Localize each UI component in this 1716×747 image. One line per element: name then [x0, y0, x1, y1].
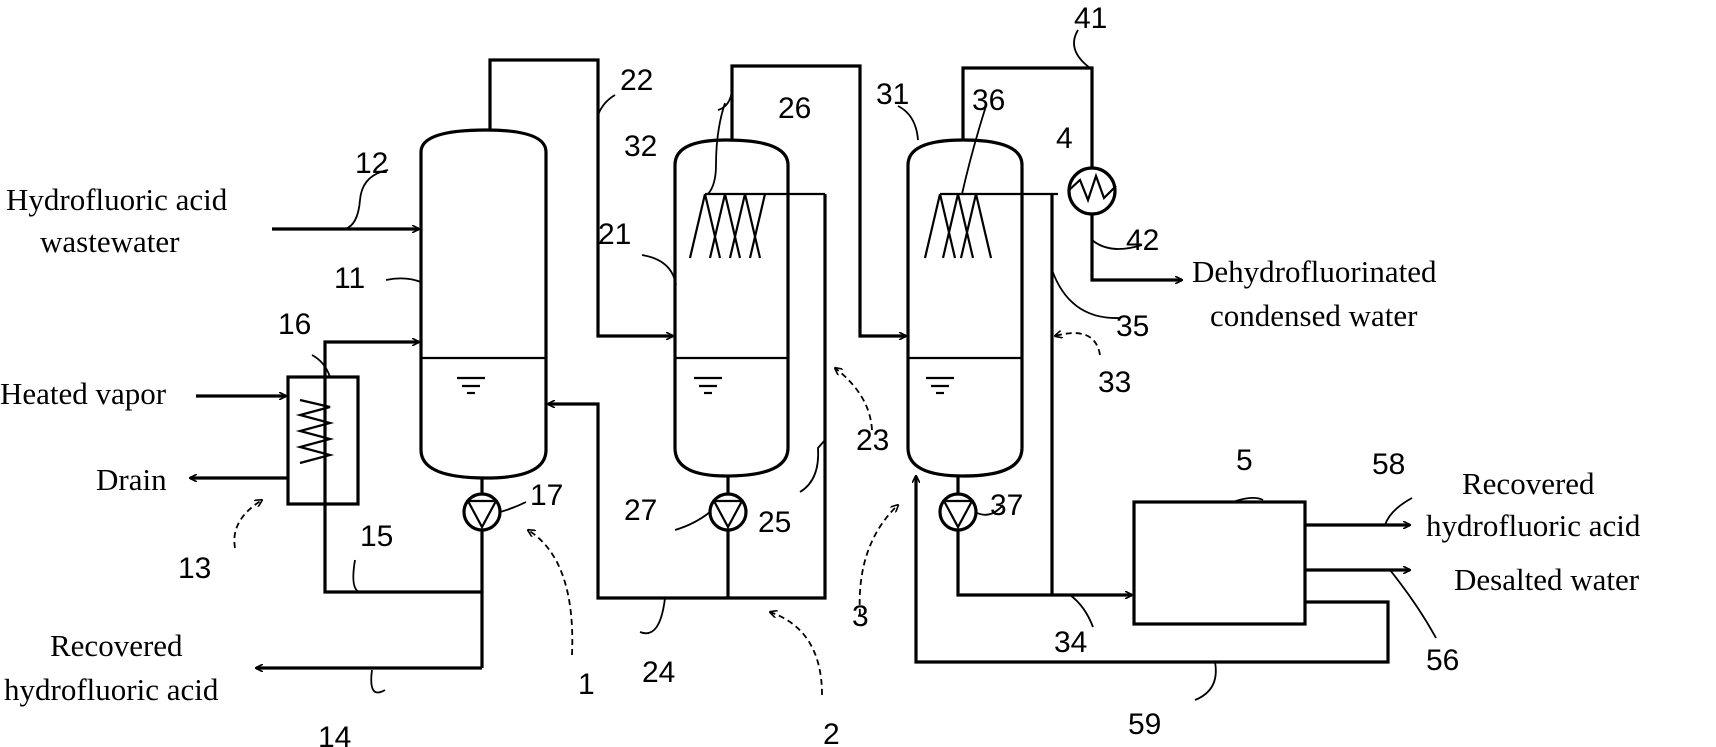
vessel-31 [906, 138, 1024, 478]
condenser-coil [1067, 172, 1117, 204]
ref-31: 31 [876, 78, 909, 111]
pump-27-symbol [712, 499, 744, 530]
ref-24: 24 [642, 656, 675, 689]
ref-14: 14 [318, 721, 351, 747]
ref-37: 37 [990, 489, 1023, 522]
pipe-25 [728, 194, 827, 600]
ref-32: 32 [624, 130, 657, 163]
ref-41: 41 [1074, 2, 1107, 35]
ref-11: 11 [334, 262, 365, 295]
label-heated-vapor: Heated vapor [0, 376, 167, 411]
ref-17: 17 [530, 479, 563, 512]
pump-27 [708, 492, 748, 532]
ref-23: 23 [856, 424, 889, 457]
pipe-34 [956, 530, 1132, 595]
spray-nozzle-26 [688, 192, 825, 259]
ref-59: 59 [1128, 708, 1161, 741]
label-recovered-hf-left-2: hydrofluoric acid [4, 672, 219, 707]
ref-25: 25 [758, 506, 791, 539]
pump-37-symbol [942, 499, 974, 530]
pump-17 [462, 492, 502, 532]
ref-12: 12 [355, 147, 388, 180]
ref-2: 2 [823, 718, 840, 747]
label-hf-wastewater-1: Hydrofluoric acid [6, 182, 228, 217]
label-hf-wastewater-2: wastewater [40, 224, 180, 259]
pipe-41 [961, 66, 1094, 168]
label-desalted-water: Desalted water [1454, 562, 1640, 597]
label-recovered-hf-left-1: Recovered [50, 628, 183, 663]
ref-58: 58 [1372, 448, 1405, 481]
unit-5 [1132, 500, 1307, 626]
pipe-59 [916, 476, 1390, 664]
ref-1: 1 [578, 668, 595, 701]
level-symbol-11 [457, 376, 485, 395]
pipe-15 [323, 342, 482, 594]
pipe-22 [488, 58, 673, 336]
ref-56: 56 [1426, 644, 1459, 677]
ref-13: 13 [178, 552, 211, 585]
vessel-11 [419, 128, 548, 480]
heater-coil [295, 398, 335, 465]
ref-16: 16 [278, 308, 311, 341]
pipe-42 [1090, 214, 1182, 280]
level-symbol-21 [694, 376, 722, 395]
label-recovered-hf-right-1: Recovered [1462, 466, 1595, 501]
ref-34: 34 [1054, 626, 1087, 659]
ref-21: 21 [598, 218, 631, 251]
label-dehydrofluorinated-2: condensed water [1210, 298, 1418, 333]
ref-27: 27 [624, 494, 657, 527]
ref-36: 36 [972, 84, 1005, 117]
vessel-21 [673, 138, 790, 478]
level-symbol-31 [926, 376, 954, 395]
leader-lines [311, 29, 1437, 701]
ref-3: 3 [852, 600, 869, 633]
pump-17-symbol [466, 499, 498, 530]
ref-33: 33 [1098, 366, 1131, 399]
pump-37 [938, 492, 978, 532]
label-recovered-hf-right-2: hydrofluoric acid [1426, 508, 1641, 543]
ref-4: 4 [1056, 122, 1073, 155]
ref-42: 42 [1126, 224, 1159, 257]
ref-22: 22 [620, 64, 653, 97]
label-dehydrofluorinated-1: Dehydrofluorinated [1192, 254, 1437, 289]
ref-26: 26 [778, 92, 811, 125]
pipe-24 [548, 404, 728, 600]
spray-nozzle-36 [923, 192, 1058, 259]
ref-5: 5 [1236, 444, 1253, 477]
ref-15: 15 [360, 520, 393, 553]
unit-indicators [233, 333, 1101, 696]
label-drain: Drain [96, 462, 167, 497]
ref-35: 35 [1116, 310, 1149, 343]
